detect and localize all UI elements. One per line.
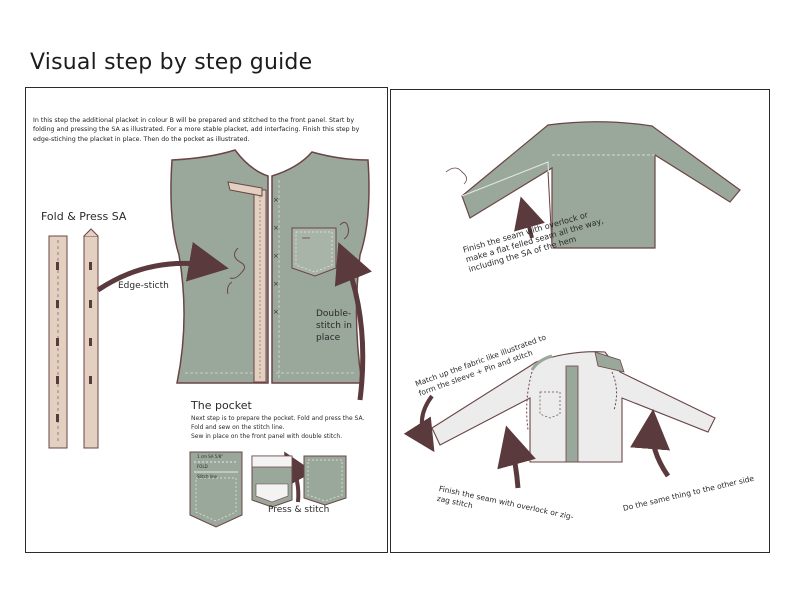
- pocket-text-1: Next step is to prepare the pocket. Fold…: [191, 415, 364, 424]
- placket-strip-left: [49, 236, 67, 448]
- pocket-text-2: Fold and sew on the stitch line.: [191, 424, 285, 433]
- svg-text:×: ×: [273, 308, 279, 316]
- pocket-tag-sa: 1 cm SA 5/8": [197, 454, 223, 459]
- front-panel-right: × × × × ×: [272, 152, 369, 383]
- svg-text:×: ×: [273, 196, 279, 204]
- pocket-tag-stitch: Stitch line: [197, 474, 217, 479]
- press-stitch-label: Press & stitch: [268, 505, 329, 515]
- pocket-text-3: Sew in place on the front panel with dou…: [191, 433, 342, 442]
- pocket-tag-fold: FOLD: [197, 464, 208, 469]
- pocket-folded: [252, 456, 292, 507]
- svg-text:×: ×: [273, 280, 279, 288]
- svg-text:×: ×: [273, 224, 279, 232]
- front-panel-left: [171, 150, 268, 383]
- double-stitch-label: Double-stitch in place: [316, 308, 374, 344]
- placket-strip-right: [84, 229, 98, 448]
- pocket-finished: [304, 456, 346, 505]
- pocket-heading: The pocket: [191, 399, 252, 412]
- fold-press-label: Fold & Press SA: [41, 210, 126, 223]
- svg-text:×: ×: [273, 252, 279, 260]
- edge-stitch-label: Edge-sticth: [118, 281, 169, 291]
